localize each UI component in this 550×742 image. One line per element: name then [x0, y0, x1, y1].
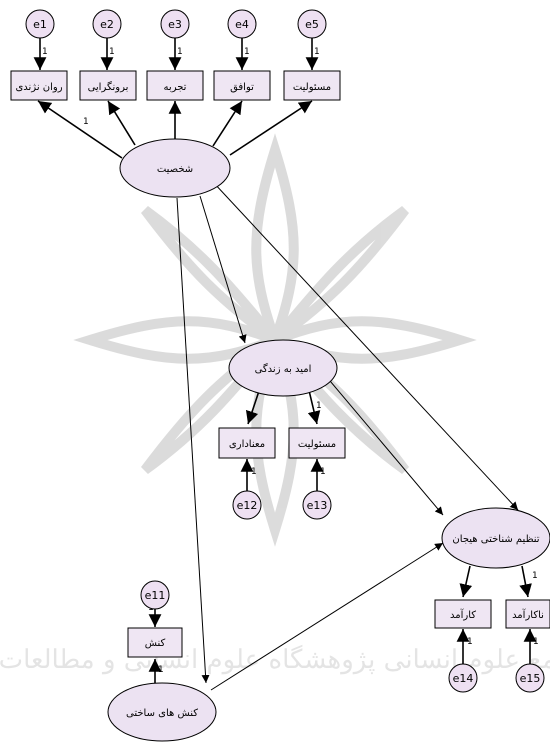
- svg-text:e15: e15: [520, 672, 541, 685]
- indicator-agreeableness: توافق: [213, 70, 271, 101]
- edge-p-struct: [176, 197, 210, 684]
- svg-text:شخصیت: شخصیت: [157, 164, 193, 175]
- error-e11: e11: [140, 580, 170, 610]
- error-e13: e13: [302, 490, 332, 520]
- svg-text:e14: e14: [453, 672, 474, 685]
- label-emo-mal: 1: [532, 571, 538, 581]
- error-e2: e2: [92, 9, 122, 39]
- error-e14: e14: [448, 663, 478, 693]
- label-e1: 1: [42, 47, 48, 57]
- label-e3: 1: [177, 47, 183, 57]
- latent-emotion-regulation: تنظیم شناختی هیجان: [441, 507, 550, 569]
- label-hope-resp: 1: [316, 401, 322, 411]
- svg-text:برونگرایی: برونگرایی: [88, 81, 129, 93]
- edge-p-neuro: [37, 100, 123, 159]
- label-p-neuro: 1: [83, 117, 89, 127]
- label-struct-action: 1: [158, 665, 164, 675]
- svg-text:e2: e2: [100, 18, 114, 31]
- svg-text:e13: e13: [307, 499, 328, 512]
- svg-text:e4: e4: [235, 18, 249, 31]
- edge-p-emotion: [212, 181, 519, 511]
- error-e5: e5: [297, 9, 327, 39]
- edges: [33, 38, 537, 691]
- label-e12: 1: [251, 467, 257, 477]
- indicator-neuroticism: روان نژندی: [10, 70, 68, 101]
- label-e5: 1: [314, 47, 320, 57]
- indicator-action: کنش: [127, 627, 183, 658]
- edge-emo-adaptive: [459, 565, 473, 598]
- svg-text:روان نژندی: روان نژندی: [15, 82, 62, 93]
- error-e15: e15: [515, 663, 545, 693]
- indicator-adaptive: کارآمد: [434, 599, 492, 629]
- svg-text:ناکارآمد: ناکارآمد: [512, 608, 544, 621]
- label-e14: 1: [467, 637, 473, 647]
- label-e4: 1: [244, 47, 250, 57]
- edge-p-hope: [199, 195, 247, 344]
- label-e2: 1: [109, 47, 115, 57]
- svg-text:کارآمد: کارآمد: [450, 608, 476, 621]
- svg-text:مسئولیت: مسئولیت: [298, 439, 336, 450]
- edge-p-agree: [212, 100, 243, 147]
- svg-text:مسئولیت: مسئولیت: [293, 82, 331, 93]
- indicator-experience: تجربه: [146, 70, 204, 101]
- indicator-responsibility: مسئولیت: [288, 427, 346, 459]
- label-e15: 1: [533, 637, 539, 647]
- svg-text:e11: e11: [145, 589, 166, 602]
- indicators: روان نژندی برونگرایی تجربه توافق مسئولیت…: [10, 70, 550, 658]
- latent-structural-action: کنش های ساختی: [107, 682, 217, 742]
- svg-text:معناداری: معناداری: [229, 439, 265, 450]
- latent-personality: شخصیت: [119, 138, 231, 198]
- svg-text:تنظیم شناختی هیجان: تنظیم شناختی هیجان: [452, 534, 539, 545]
- svg-text:تجربه: تجربه: [164, 82, 187, 93]
- edge-emo-maladaptive: [519, 565, 532, 598]
- error-e3: e3: [160, 9, 190, 39]
- svg-text:کنش های ساختی: کنش های ساختی: [126, 708, 198, 719]
- svg-text:توافق: توافق: [230, 82, 254, 93]
- latent-hope: امید به زندگی: [228, 339, 338, 397]
- edge-struct-emotion: [210, 542, 444, 691]
- svg-text:e3: e3: [168, 18, 182, 31]
- svg-text:e1: e1: [33, 18, 47, 31]
- error-e12: e12: [232, 490, 262, 520]
- svg-text:e5: e5: [305, 18, 319, 31]
- svg-text:e12: e12: [237, 499, 258, 512]
- indicator-extraversion: برونگرایی: [79, 70, 137, 101]
- error-terms: e1 e2 e3 e4 e5 e11 e12 e13: [25, 9, 545, 693]
- error-e1: e1: [25, 9, 55, 39]
- label-e13: 1: [320, 467, 326, 477]
- indicator-meaning: معناداری: [218, 427, 276, 459]
- latents: شخصیت امید به زندگی تنظیم شناختی هیجان ک…: [107, 138, 550, 742]
- indicator-maladaptive: ناکارآمد: [505, 599, 550, 629]
- error-e4: e4: [227, 9, 257, 39]
- edge-hope-emotion: [324, 374, 444, 516]
- svg-text:کنش: کنش: [145, 638, 166, 649]
- edge-p-consc: [229, 100, 313, 156]
- svg-text:امید به زندگی: امید به زندگی: [255, 363, 312, 375]
- indicator-conscientiousness: مسئولیت: [283, 70, 341, 101]
- edge-p-extra: [107, 100, 136, 146]
